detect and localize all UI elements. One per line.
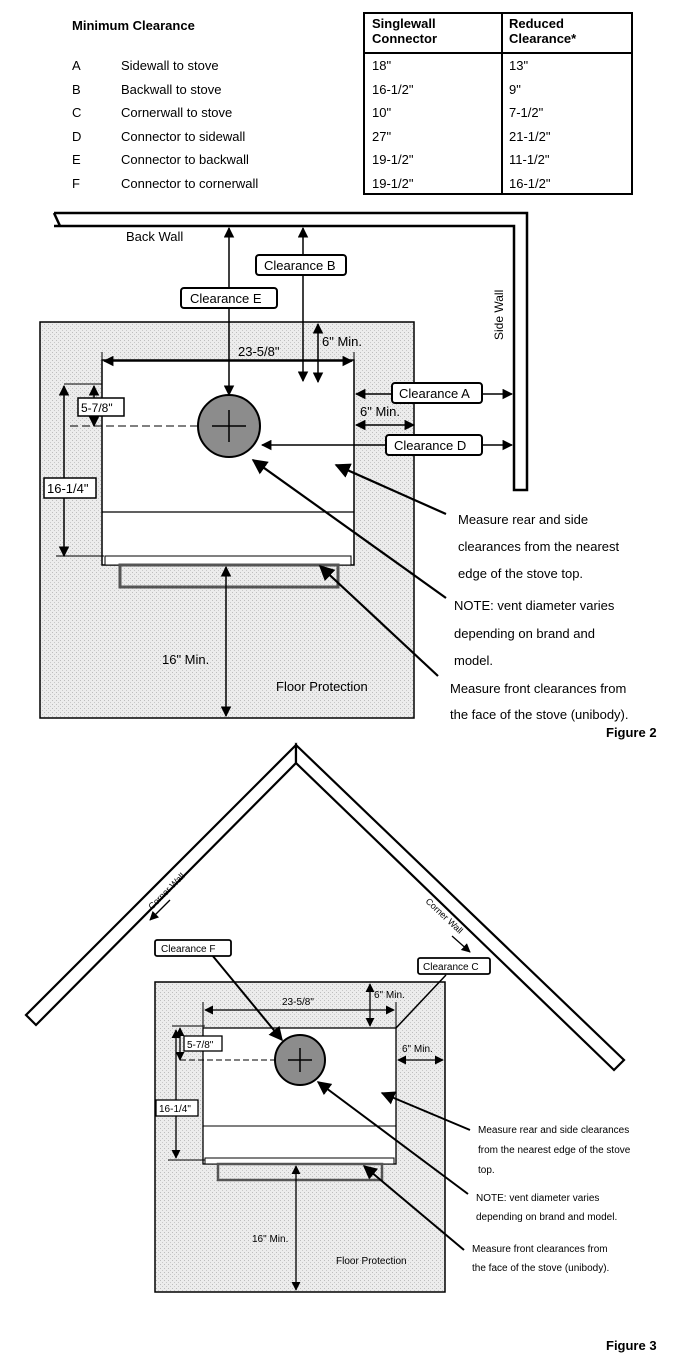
front-min-label-3: 16" Min. <box>252 1234 288 1245</box>
vent-offset-box-2 <box>77 397 125 417</box>
clearance-f-arrow <box>211 954 283 1042</box>
depth-box-3 <box>155 1099 199 1117</box>
row-singlewall-value: 18" <box>372 58 392 73</box>
figure-2: Back Wall Side Wall Clearance B Clearanc… <box>39 211 657 740</box>
row-description: Connector to backwall <box>121 152 249 167</box>
vent-offset-box-3 <box>183 1035 223 1052</box>
clearance-f-label: Clearance F <box>161 944 215 955</box>
note-front-line1-3: Measure front clearances from <box>472 1244 608 1255</box>
row-singlewall-value: 27" <box>372 128 392 144</box>
leader-rear-side-2 <box>334 463 447 516</box>
clearance-b-label: Clearance B <box>264 258 336 273</box>
note-rear-side-line2-3: from the nearest edge of the stove <box>478 1145 631 1156</box>
note-rear-side-line1-2: Measure rear and side <box>458 512 588 527</box>
front-min-label-2: 16" Min. <box>162 652 209 667</box>
note-vent-line2-2: depending on brand and <box>454 626 595 641</box>
width-dim-label-3: 23-5/8" <box>282 997 314 1008</box>
corner-wall-right-arrow <box>451 935 471 953</box>
clearance-d-box <box>385 434 483 456</box>
col-reduced-line1: Reduced <box>509 16 564 31</box>
col-singlewall-line2: Connector <box>372 31 437 46</box>
back-wall <box>54 211 529 492</box>
note-rear-side-line3-2: edge of the stove top. <box>458 566 583 581</box>
row-reduced-value: 7-1/2" <box>509 105 544 120</box>
note-front-line1-2: Measure front clearances from <box>450 681 626 696</box>
clearance-f-box <box>154 939 232 957</box>
col-reduced-line2: Clearance* <box>509 31 577 46</box>
width-dim-label-2: 23-5/8" <box>238 344 280 359</box>
row-key: E <box>72 152 81 167</box>
six-min-top-label-3: 6" Min. <box>374 990 405 1001</box>
table-box <box>363 12 633 195</box>
corner-wall-right <box>294 742 626 1072</box>
note-vent-line2-3: depending on brand and model. <box>476 1212 617 1223</box>
table-col-divider <box>501 12 503 195</box>
row-key: A <box>72 58 81 73</box>
clearance-c-line <box>395 974 447 1029</box>
clearance-table: Minimum Clearance Singlewall Connector R… <box>0 0 690 200</box>
note-vent-line1-2: NOTE: vent diameter varies <box>454 598 615 613</box>
six-min-side-label-3: 6" Min. <box>402 1044 433 1055</box>
row-key: C <box>72 105 82 120</box>
note-rear-side-line3-3: top. <box>478 1165 495 1176</box>
table-header-divider <box>363 52 633 54</box>
row-reduced-value: 11-1/2" <box>509 152 550 167</box>
row-description: Connector to cornerwall <box>121 175 259 191</box>
depth-label-2: 16-1/4" <box>47 481 89 496</box>
clearance-e-label: Clearance E <box>190 291 262 306</box>
leader-vent-3 <box>316 1081 469 1195</box>
row-reduced-value: 9" <box>509 81 521 97</box>
stove-top-2 <box>101 359 355 566</box>
depth-label-3: 16-1/4" <box>159 1104 191 1115</box>
col-singlewall-line1: Singlewall <box>372 16 436 31</box>
row-key: B <box>72 81 81 97</box>
leader-front-3 <box>362 1165 465 1251</box>
note-front-line2-2: the face of the stove (unibody). <box>450 707 629 722</box>
row-singlewall-value: 10" <box>372 105 392 120</box>
figure-3-caption: Figure 3 <box>606 1338 657 1353</box>
row-singlewall-value: 16-1/2" <box>372 81 414 97</box>
figure-2-caption: Figure 2 <box>606 725 657 740</box>
row-description: Backwall to stove <box>121 81 222 97</box>
figure-3: Corner Wall Corner Wall Clearance F Clea… <box>24 742 657 1353</box>
note-vent-line1-3: NOTE: vent diameter varies <box>476 1193 599 1204</box>
row-reduced-value: 13" <box>509 58 529 73</box>
row-description: Connector to sidewall <box>121 128 246 144</box>
row-description: Cornerwall to stove <box>121 105 233 120</box>
back-wall-end <box>52 212 62 227</box>
clearance-e-box <box>180 287 278 309</box>
floor-protection-label-3: Floor Protection <box>336 1256 407 1267</box>
note-rear-side-line1-3: Measure rear and side clearances <box>478 1125 629 1136</box>
six-min-top-label-2: 6" Min. <box>322 334 362 349</box>
clearance-b-box <box>255 254 347 276</box>
six-min-side-label-2: 6" Min. <box>360 404 400 419</box>
depth-box-2 <box>43 477 97 499</box>
side-wall-label: Side Wall <box>492 290 506 340</box>
row-reduced-value: 16-1/2" <box>509 175 551 191</box>
row-key: D <box>72 128 82 144</box>
note-vent-line3-2: model. <box>454 653 493 668</box>
row-singlewall-value: 19-1/2" <box>372 175 414 191</box>
row-key: F <box>72 175 80 191</box>
row-singlewall-value: 19-1/2" <box>372 152 414 167</box>
corner-wall-left-arrow <box>149 899 171 921</box>
floor-protection-label-2: Floor Protection <box>276 679 368 694</box>
vent-offset-label-3: 5-7/8" <box>187 1040 214 1051</box>
leader-front-2 <box>318 564 439 677</box>
row-description: Sidewall to stove <box>121 58 219 73</box>
vent-offset-label-2: 5-7/8" <box>81 401 113 415</box>
clearance-c-box <box>417 957 491 975</box>
clearance-a-box <box>391 382 483 404</box>
row-reduced-value: 21-1/2" <box>509 128 551 144</box>
clearance-c-label: Clearance C <box>423 962 479 973</box>
leader-rear-side-3 <box>380 1091 471 1131</box>
clearance-a-label: Clearance A <box>399 386 470 401</box>
note-rear-side-line2-2: clearances from the nearest <box>458 539 620 554</box>
table-title: Minimum Clearance <box>72 18 195 33</box>
note-front-line2-3: the face of the stove (unibody). <box>472 1263 609 1274</box>
back-wall-label: Back Wall <box>126 229 183 244</box>
leader-vent-2 <box>251 459 447 599</box>
clearance-d-label: Clearance D <box>394 438 466 453</box>
